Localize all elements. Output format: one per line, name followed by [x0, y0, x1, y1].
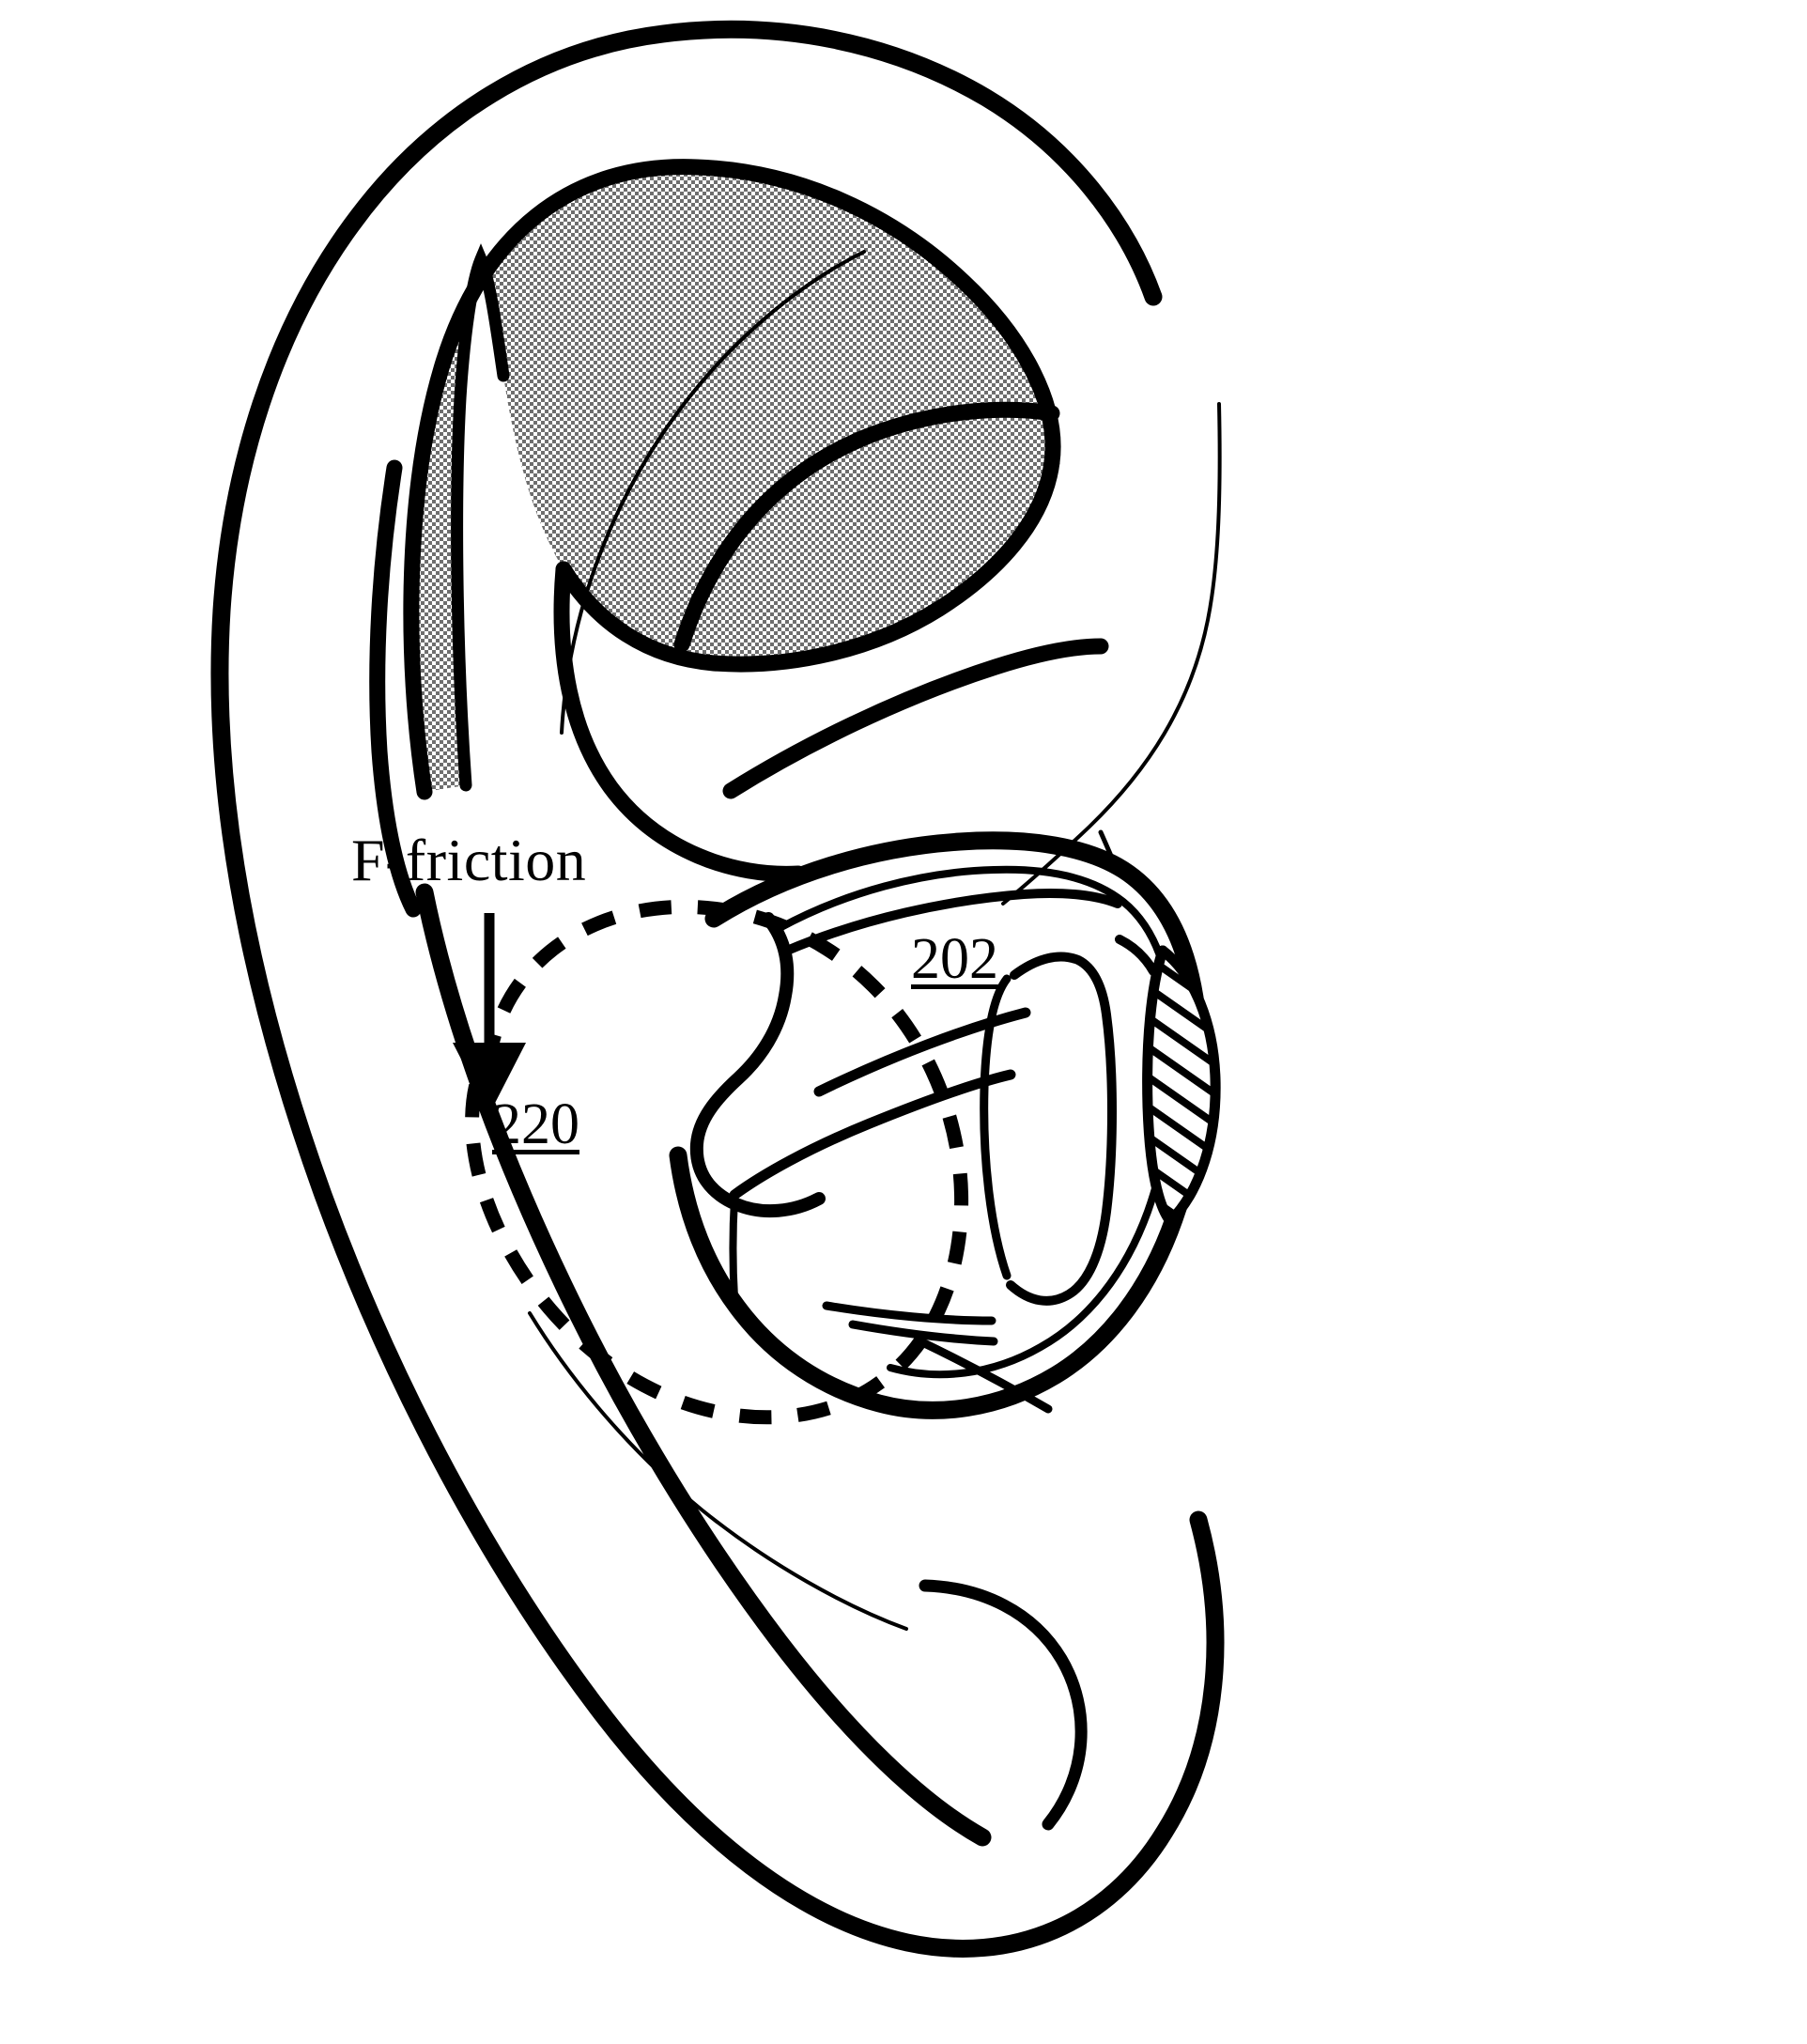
earbud-bottom-seam-b: [848, 1320, 998, 1346]
eartip-outer-arc: [1157, 945, 1221, 1227]
lobule-detail: [528, 1311, 1088, 1831]
antihelix-hairline: [560, 250, 866, 735]
earbud-bottom-seam-c: [916, 1337, 1053, 1414]
stipple-fill: [410, 166, 1054, 792]
earbud-bottom-seam-a: [822, 1301, 996, 1325]
scapha-outer-edge: [403, 159, 1061, 800]
earbud-top-seam: [782, 889, 1122, 955]
crus-helix-hairline-group: [1001, 402, 1222, 906]
helix-outer-rim: [210, 20, 1225, 1958]
earbud-nozzle-hook: [689, 912, 826, 1218]
eartip-inner-arc: [1142, 945, 1176, 1227]
ref-numeral-202: 202: [911, 927, 998, 991]
antihelix-and-concha: [553, 250, 1109, 882]
ref-numeral-220: 220: [492, 1092, 579, 1156]
arrow-head: [453, 1043, 526, 1114]
antitragus-hook: [919, 1579, 1088, 1831]
concha-diagonal-ridge: [722, 638, 1109, 799]
f-friction-label: F-friction: [351, 827, 587, 893]
earbud-shoulder-stub: [1115, 935, 1158, 976]
helix-inner-fold: [369, 459, 422, 918]
antihelix-upper-arc: [555, 454, 1060, 673]
antihelix-inferior-crus: [673, 401, 1060, 653]
earbud-housing-outline: [669, 831, 1209, 1419]
f-friction-arrow: [453, 913, 526, 1114]
scapha-fossa-shaded-region: [403, 159, 1061, 800]
earbud-panel-line-lower: [729, 1069, 1016, 1200]
earbud-panel-line-upper: [813, 1007, 1031, 1097]
earbud-panel-bracket: [729, 1195, 738, 1302]
concha-lower-edge: [553, 561, 807, 882]
scapha-inner-taper: [451, 243, 510, 792]
earbud-faceplate-seam: [980, 974, 1012, 1280]
earbud-202: [669, 829, 1221, 1419]
earbud-faceplate-edge: [1006, 952, 1117, 1306]
antitragus-to-lobe-ridge: [415, 883, 992, 1847]
earbud-top-tick: [1098, 829, 1120, 875]
crus-helix-hairline: [1001, 402, 1222, 906]
lobule-hairline: [528, 1311, 908, 1631]
